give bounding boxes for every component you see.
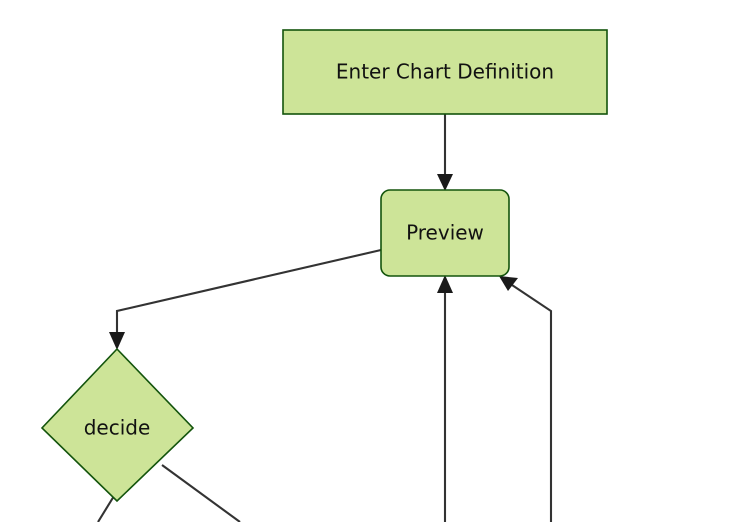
node-enter-chart-definition[interactable]: Enter Chart Definition (282, 29, 608, 115)
edge-decide-right-outgoing (161, 464, 241, 522)
edge-return-right-to-preview (499, 276, 553, 522)
arrowhead-down-icon (437, 174, 453, 191)
arrowhead-down-icon (109, 332, 125, 350)
node-shape-rounded-rectangle (380, 189, 510, 277)
arrowhead-up-icon (437, 275, 453, 293)
node-shape-diamond (40, 347, 195, 503)
edge-line (508, 282, 553, 522)
node-label-preview: Preview (406, 221, 484, 245)
node-shape-rectangle (282, 29, 608, 115)
edge-return-center-to-preview (437, 275, 453, 522)
edge-enter-chart-definition-to-preview (437, 114, 453, 191)
arrowhead-up-left-icon (499, 276, 518, 291)
edge-line (115, 248, 382, 340)
node-label-enter-chart-definition: Enter Chart Definition (336, 60, 554, 84)
node-preview[interactable]: Preview (380, 189, 510, 277)
node-decide[interactable]: decide (40, 347, 195, 503)
edge-line (97, 495, 115, 522)
edge-line (161, 464, 241, 522)
node-label-decide: decide (84, 416, 151, 440)
edge-preview-to-decide (109, 248, 382, 350)
edge-decide-bottom-outgoing (97, 495, 115, 522)
